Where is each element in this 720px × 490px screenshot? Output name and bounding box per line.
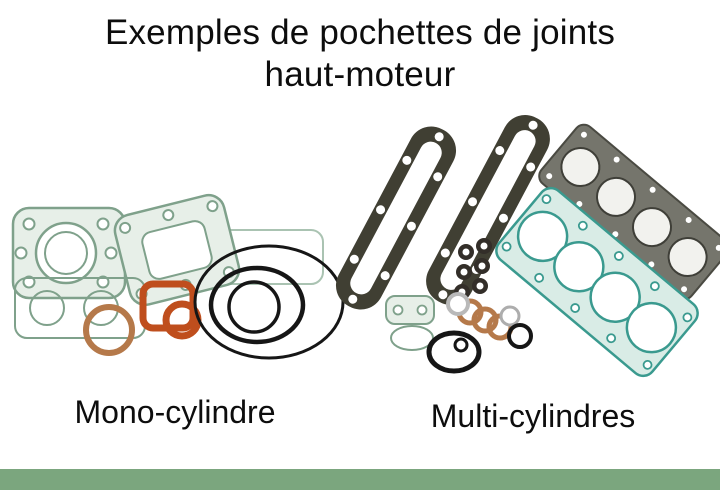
head-gasket-dark-4-bore [538,123,720,301]
caption-multi-cylindres: Multi-cylindres [430,398,636,434]
valve-cover-gasket-1 [335,126,457,310]
steel-washer [446,292,521,327]
multi-cylinder-gasket-kit-photo [335,115,720,378]
head-gasket-round-bore [11,206,127,300]
caption-mono-cylindre: Mono-cylindre [74,394,276,430]
title-line-1: Exemples de pochettes de joints [104,13,616,52]
black-oval-gasket [426,323,533,374]
head-gasket-teal-4-bore [495,186,699,378]
green-footer-bar [0,469,720,490]
mono-cylinder-gasket-kit-photo [11,193,345,360]
title-line-2: haut-moteur [264,55,456,94]
small-green-gasket [385,295,435,351]
copper-exhaust-ring [83,304,135,356]
head-gasket-square-bore [113,193,241,307]
